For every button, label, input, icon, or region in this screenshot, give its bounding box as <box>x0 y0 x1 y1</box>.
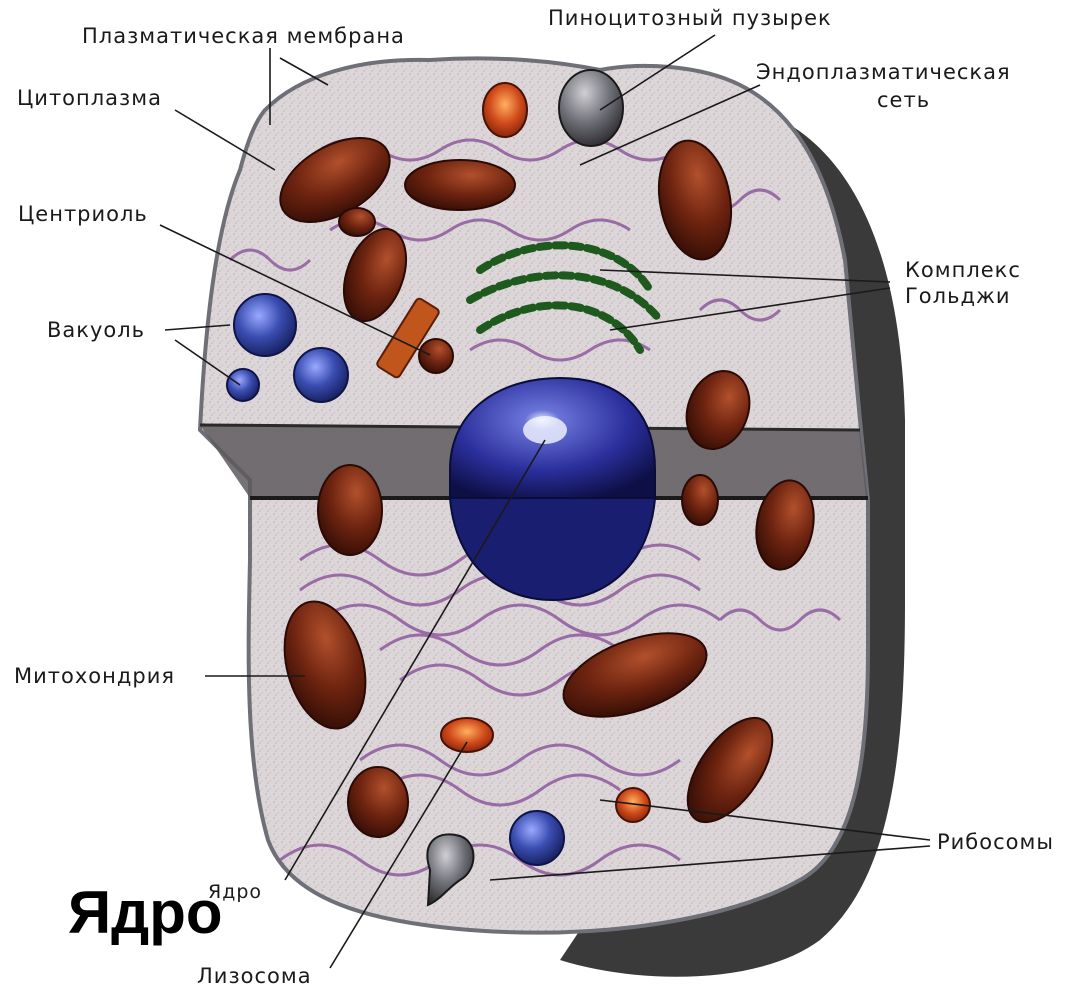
label-plasma-membrane: Плазматическая мембрана <box>82 24 405 48</box>
label-mitochondrion: Митохондрия <box>14 664 175 688</box>
label-nucleus-large: Ядро <box>68 880 223 946</box>
label-cytoplasm: Цитоплазма <box>17 86 162 110</box>
label-centriole: Центриоль <box>18 202 148 226</box>
label-lysosome: Лизосома <box>197 964 312 988</box>
label-golgi-line2: Гольджи <box>905 284 1011 308</box>
label-pinocytic-vesicle: Пиноцитозный пузырек <box>548 6 832 30</box>
label-golgi-line1: Комплекс <box>905 258 1021 282</box>
label-vacuole: Вакуоль <box>47 318 145 342</box>
nucleus <box>450 378 655 600</box>
label-er-line1: Эндоплазматическая <box>756 60 1011 84</box>
label-er-line2: сеть <box>877 88 930 112</box>
label-ribosomes: Рибосомы <box>937 830 1054 854</box>
